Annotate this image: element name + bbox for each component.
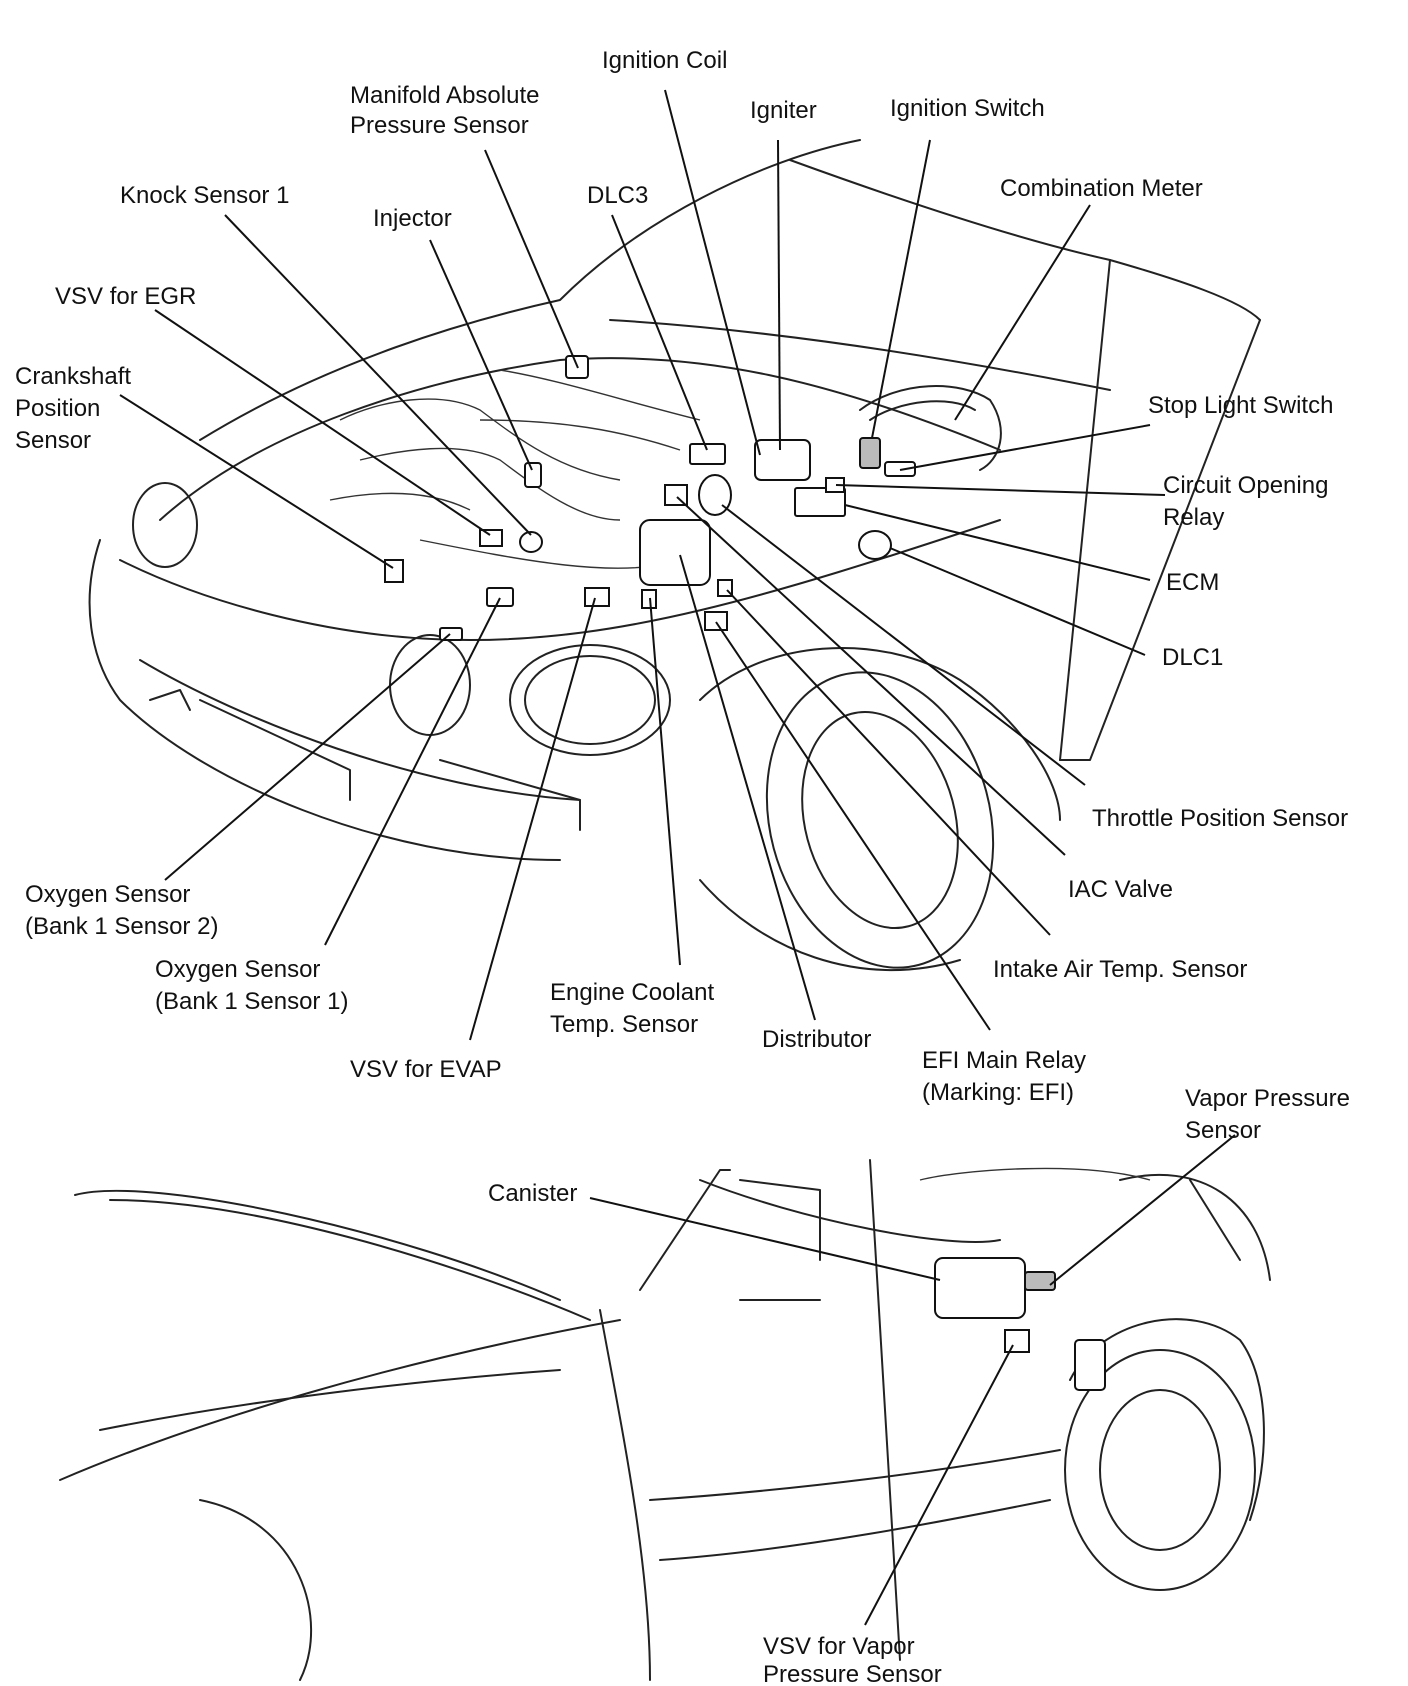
ect-sensor-part <box>641 589 657 609</box>
label-ecm: ECM <box>1166 569 1219 596</box>
label-efi-relay-line2: (Marking: EFI) <box>922 1079 1074 1106</box>
label-ect-sensor-line2: Temp. Sensor <box>550 1011 698 1038</box>
knock-sensor-part <box>519 531 543 553</box>
label-o2-sensor2-line2: (Bank 1 Sensor 2) <box>25 913 218 940</box>
label-map-sensor-line2: Pressure Sensor <box>350 112 529 139</box>
label-crankshaft-line1: Crankshaft <box>15 363 131 390</box>
label-vapor-sensor-line1: Vapor Pressure <box>1185 1085 1350 1112</box>
label-o2-sensor2-line1: Oxygen Sensor <box>25 881 190 908</box>
label-o2-sensor1-line1: Oxygen Sensor <box>155 956 320 983</box>
o2-sensor1-part <box>486 587 514 607</box>
label-vsv-evap: VSV for EVAP <box>350 1056 502 1083</box>
label-circuit-relay-line1: Circuit Opening <box>1163 472 1328 499</box>
dlc1-part <box>858 530 892 560</box>
vsv-egr-part <box>479 529 503 547</box>
vsv-vapor-part <box>1004 1329 1030 1353</box>
label-vapor-sensor-line2: Sensor <box>1185 1117 1261 1144</box>
fuel-pump-part <box>1074 1339 1106 1391</box>
canister-part <box>934 1257 1026 1319</box>
igniter-part <box>754 439 811 481</box>
label-ect-sensor-line1: Engine Coolant <box>550 979 714 1006</box>
component-labels: Ignition Coil Manifold Absolute Pressure… <box>15 47 1350 1686</box>
label-vsv-vapor-line1: VSV for Vapor <box>763 1633 915 1660</box>
label-crankshaft-line3: Sensor <box>15 427 91 454</box>
label-efi-relay-line1: EFI Main Relay <box>922 1047 1086 1074</box>
crank-sensor-part <box>384 559 404 583</box>
side-car-illustration <box>59 1159 1271 1681</box>
label-map-sensor-line1: Manifold Absolute <box>350 82 539 109</box>
efi-relay-part <box>704 611 728 631</box>
o2-sensor2-part <box>439 627 463 641</box>
ecm-part <box>794 487 846 517</box>
label-dlc3: DLC3 <box>587 182 648 209</box>
dlc3-part <box>689 443 726 465</box>
leader-lines-bottom <box>589 1134 1236 1626</box>
label-combination-meter: Combination Meter <box>1000 175 1203 202</box>
injector-part <box>524 462 542 488</box>
label-knock-sensor: Knock Sensor 1 <box>120 182 289 209</box>
label-throttle-position-sensor: Throttle Position Sensor <box>1092 805 1348 832</box>
label-o2-sensor1-line2: (Bank 1 Sensor 1) <box>155 988 348 1015</box>
label-igniter: Igniter <box>750 97 817 124</box>
label-vsv-vapor-line2: Pressure Sensor <box>763 1661 942 1686</box>
label-injector: Injector <box>373 205 452 232</box>
label-iac-valve: IAC Valve <box>1068 876 1173 903</box>
label-ignition-switch: Ignition Switch <box>890 95 1045 122</box>
label-ignition-coil: Ignition Coil <box>602 47 727 74</box>
label-crankshaft-line2: Position <box>15 395 100 422</box>
label-intake-air-temp-sensor: Intake Air Temp. Sensor <box>993 956 1247 983</box>
label-vsv-egr: VSV for EGR <box>55 283 196 310</box>
engine-components <box>384 355 916 641</box>
leader-lines-top <box>119 89 1166 1041</box>
label-canister: Canister <box>488 1180 577 1207</box>
evap-components <box>934 1257 1106 1391</box>
label-stop-light-switch: Stop Light Switch <box>1148 392 1333 419</box>
vsv-evap-part <box>584 587 610 607</box>
ignition-switch-part <box>859 437 881 469</box>
distributor-part <box>639 519 711 586</box>
label-dlc1: DLC1 <box>1162 644 1223 671</box>
label-circuit-relay-line2: Relay <box>1163 504 1224 531</box>
vapor-sensor-part <box>1024 1271 1056 1291</box>
label-distributor: Distributor <box>762 1026 871 1053</box>
